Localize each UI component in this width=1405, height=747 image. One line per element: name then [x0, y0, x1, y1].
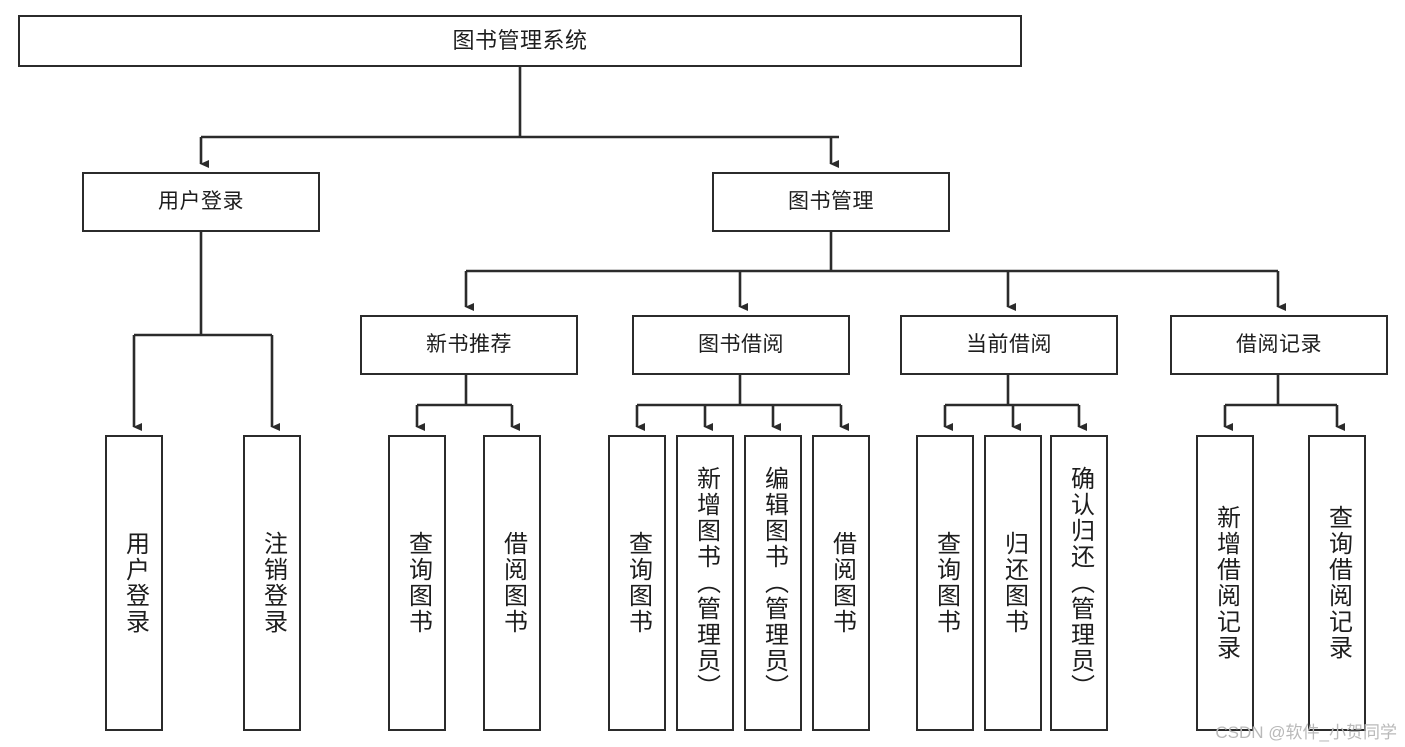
node-leaf-add-book[interactable]: 新增图书（管理员） [676, 435, 734, 731]
node-leaf-query-record-label: 查询借阅记录 [1324, 505, 1352, 661]
node-book-borrow[interactable]: 图书借阅 [632, 315, 850, 375]
node-leaf-return-book[interactable]: 归还图书 [984, 435, 1042, 731]
node-leaf-query-book-new[interactable]: 查询图书 [388, 435, 446, 731]
node-leaf-user-login-label: 用户登录 [121, 531, 149, 635]
node-leaf-return-book-label: 归还图书 [1000, 531, 1028, 635]
node-new-book-recommend[interactable]: 新书推荐 [360, 315, 578, 375]
node-borrow-record[interactable]: 借阅记录 [1170, 315, 1388, 375]
node-leaf-query-book-borrow[interactable]: 查询图书 [608, 435, 666, 731]
node-user-login[interactable]: 用户登录 [82, 172, 320, 232]
node-leaf-add-book-label: 新增图书（管理员） [692, 466, 720, 700]
node-leaf-edit-book[interactable]: 编辑图书（管理员） [744, 435, 802, 731]
node-current-borrow[interactable]: 当前借阅 [900, 315, 1118, 375]
node-book-manage-label: 图书管理 [788, 189, 874, 213]
node-book-manage[interactable]: 图书管理 [712, 172, 950, 232]
node-leaf-query-book-current[interactable]: 查询图书 [916, 435, 974, 731]
node-new-book-recommend-label: 新书推荐 [426, 332, 512, 356]
node-leaf-add-record-label: 新增借阅记录 [1212, 505, 1240, 661]
node-leaf-user-login[interactable]: 用户登录 [105, 435, 163, 731]
node-leaf-borrow-book-label: 借阅图书 [828, 531, 856, 635]
node-leaf-edit-book-label: 编辑图书（管理员） [760, 466, 788, 700]
node-leaf-query-book-new-label: 查询图书 [404, 531, 432, 635]
node-leaf-query-book-current-label: 查询图书 [932, 531, 960, 635]
csdn-watermark: CSDN @软件_小贺同学 [1215, 723, 1397, 742]
node-leaf-confirm-return[interactable]: 确认归还（管理员） [1050, 435, 1108, 731]
node-current-borrow-label: 当前借阅 [966, 332, 1052, 356]
node-leaf-query-book-borrow-label: 查询图书 [624, 531, 652, 635]
node-root-label: 图书管理系统 [452, 28, 588, 54]
node-leaf-borrow-book[interactable]: 借阅图书 [812, 435, 870, 731]
node-leaf-add-record[interactable]: 新增借阅记录 [1196, 435, 1254, 731]
node-leaf-query-record[interactable]: 查询借阅记录 [1308, 435, 1366, 731]
node-book-borrow-label: 图书借阅 [698, 332, 784, 356]
node-leaf-confirm-return-label: 确认归还（管理员） [1066, 466, 1094, 700]
node-leaf-borrow-book-new-label: 借阅图书 [499, 531, 527, 635]
node-leaf-borrow-book-new[interactable]: 借阅图书 [483, 435, 541, 731]
node-borrow-record-label: 借阅记录 [1236, 332, 1322, 356]
node-leaf-logout[interactable]: 注销登录 [243, 435, 301, 731]
node-root[interactable]: 图书管理系统 [18, 15, 1022, 67]
node-user-login-label: 用户登录 [158, 189, 244, 213]
node-leaf-logout-label: 注销登录 [259, 531, 287, 635]
